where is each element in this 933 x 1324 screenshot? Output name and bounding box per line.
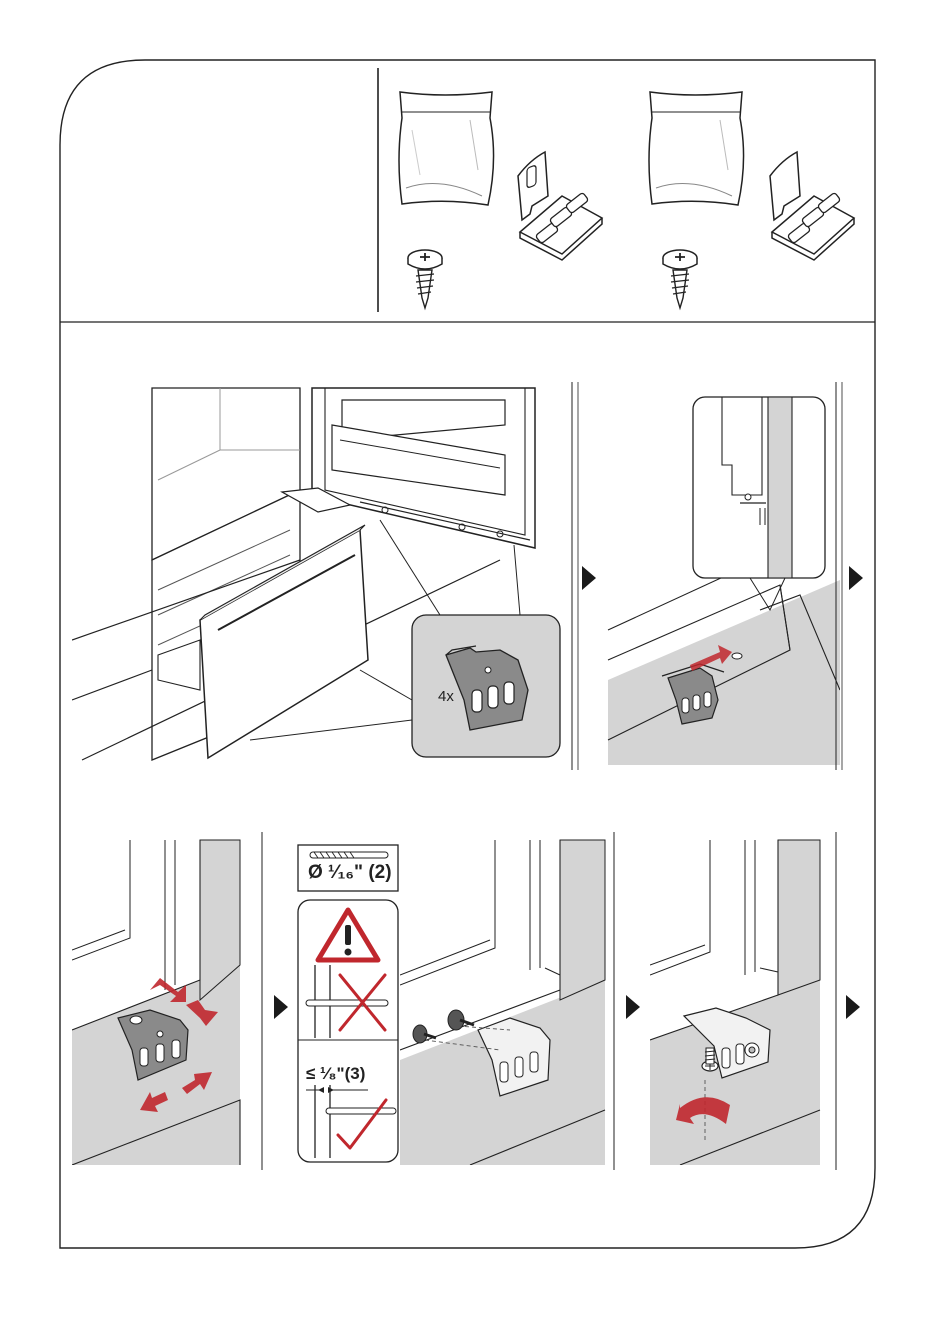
screw-icon	[448, 1010, 474, 1030]
drill-diameter-label: Ø ¹⁄₁₆" (2)	[308, 862, 392, 884]
drill-depth-label: ≤ ¹⁄₈"(3)	[306, 1064, 365, 1084]
zoom-callout	[693, 397, 825, 610]
next-step-arrow-icon	[274, 995, 288, 1019]
next-step-arrow-icon	[626, 995, 640, 1019]
door-bracket-icon	[770, 152, 854, 260]
next-step-arrow-icon	[846, 995, 860, 1019]
bracket-align-illustration	[72, 840, 240, 1165]
screw-tighten-illustration	[650, 840, 820, 1165]
drill-bit-icon	[310, 852, 388, 858]
screw-bag-icon	[399, 92, 494, 205]
screw-insertion-illustration	[400, 840, 605, 1165]
door-bracket-icon	[518, 152, 602, 260]
bracket-quantity-label: 4x	[438, 688, 454, 705]
screw-icon	[413, 1025, 436, 1043]
screw-icon	[408, 250, 442, 308]
next-step-arrow-icon	[582, 566, 596, 590]
bracket-attach-illustration	[608, 560, 840, 765]
next-step-arrow-icon	[849, 566, 863, 590]
screw-icon	[663, 250, 697, 308]
screw-bag-icon	[649, 92, 744, 205]
